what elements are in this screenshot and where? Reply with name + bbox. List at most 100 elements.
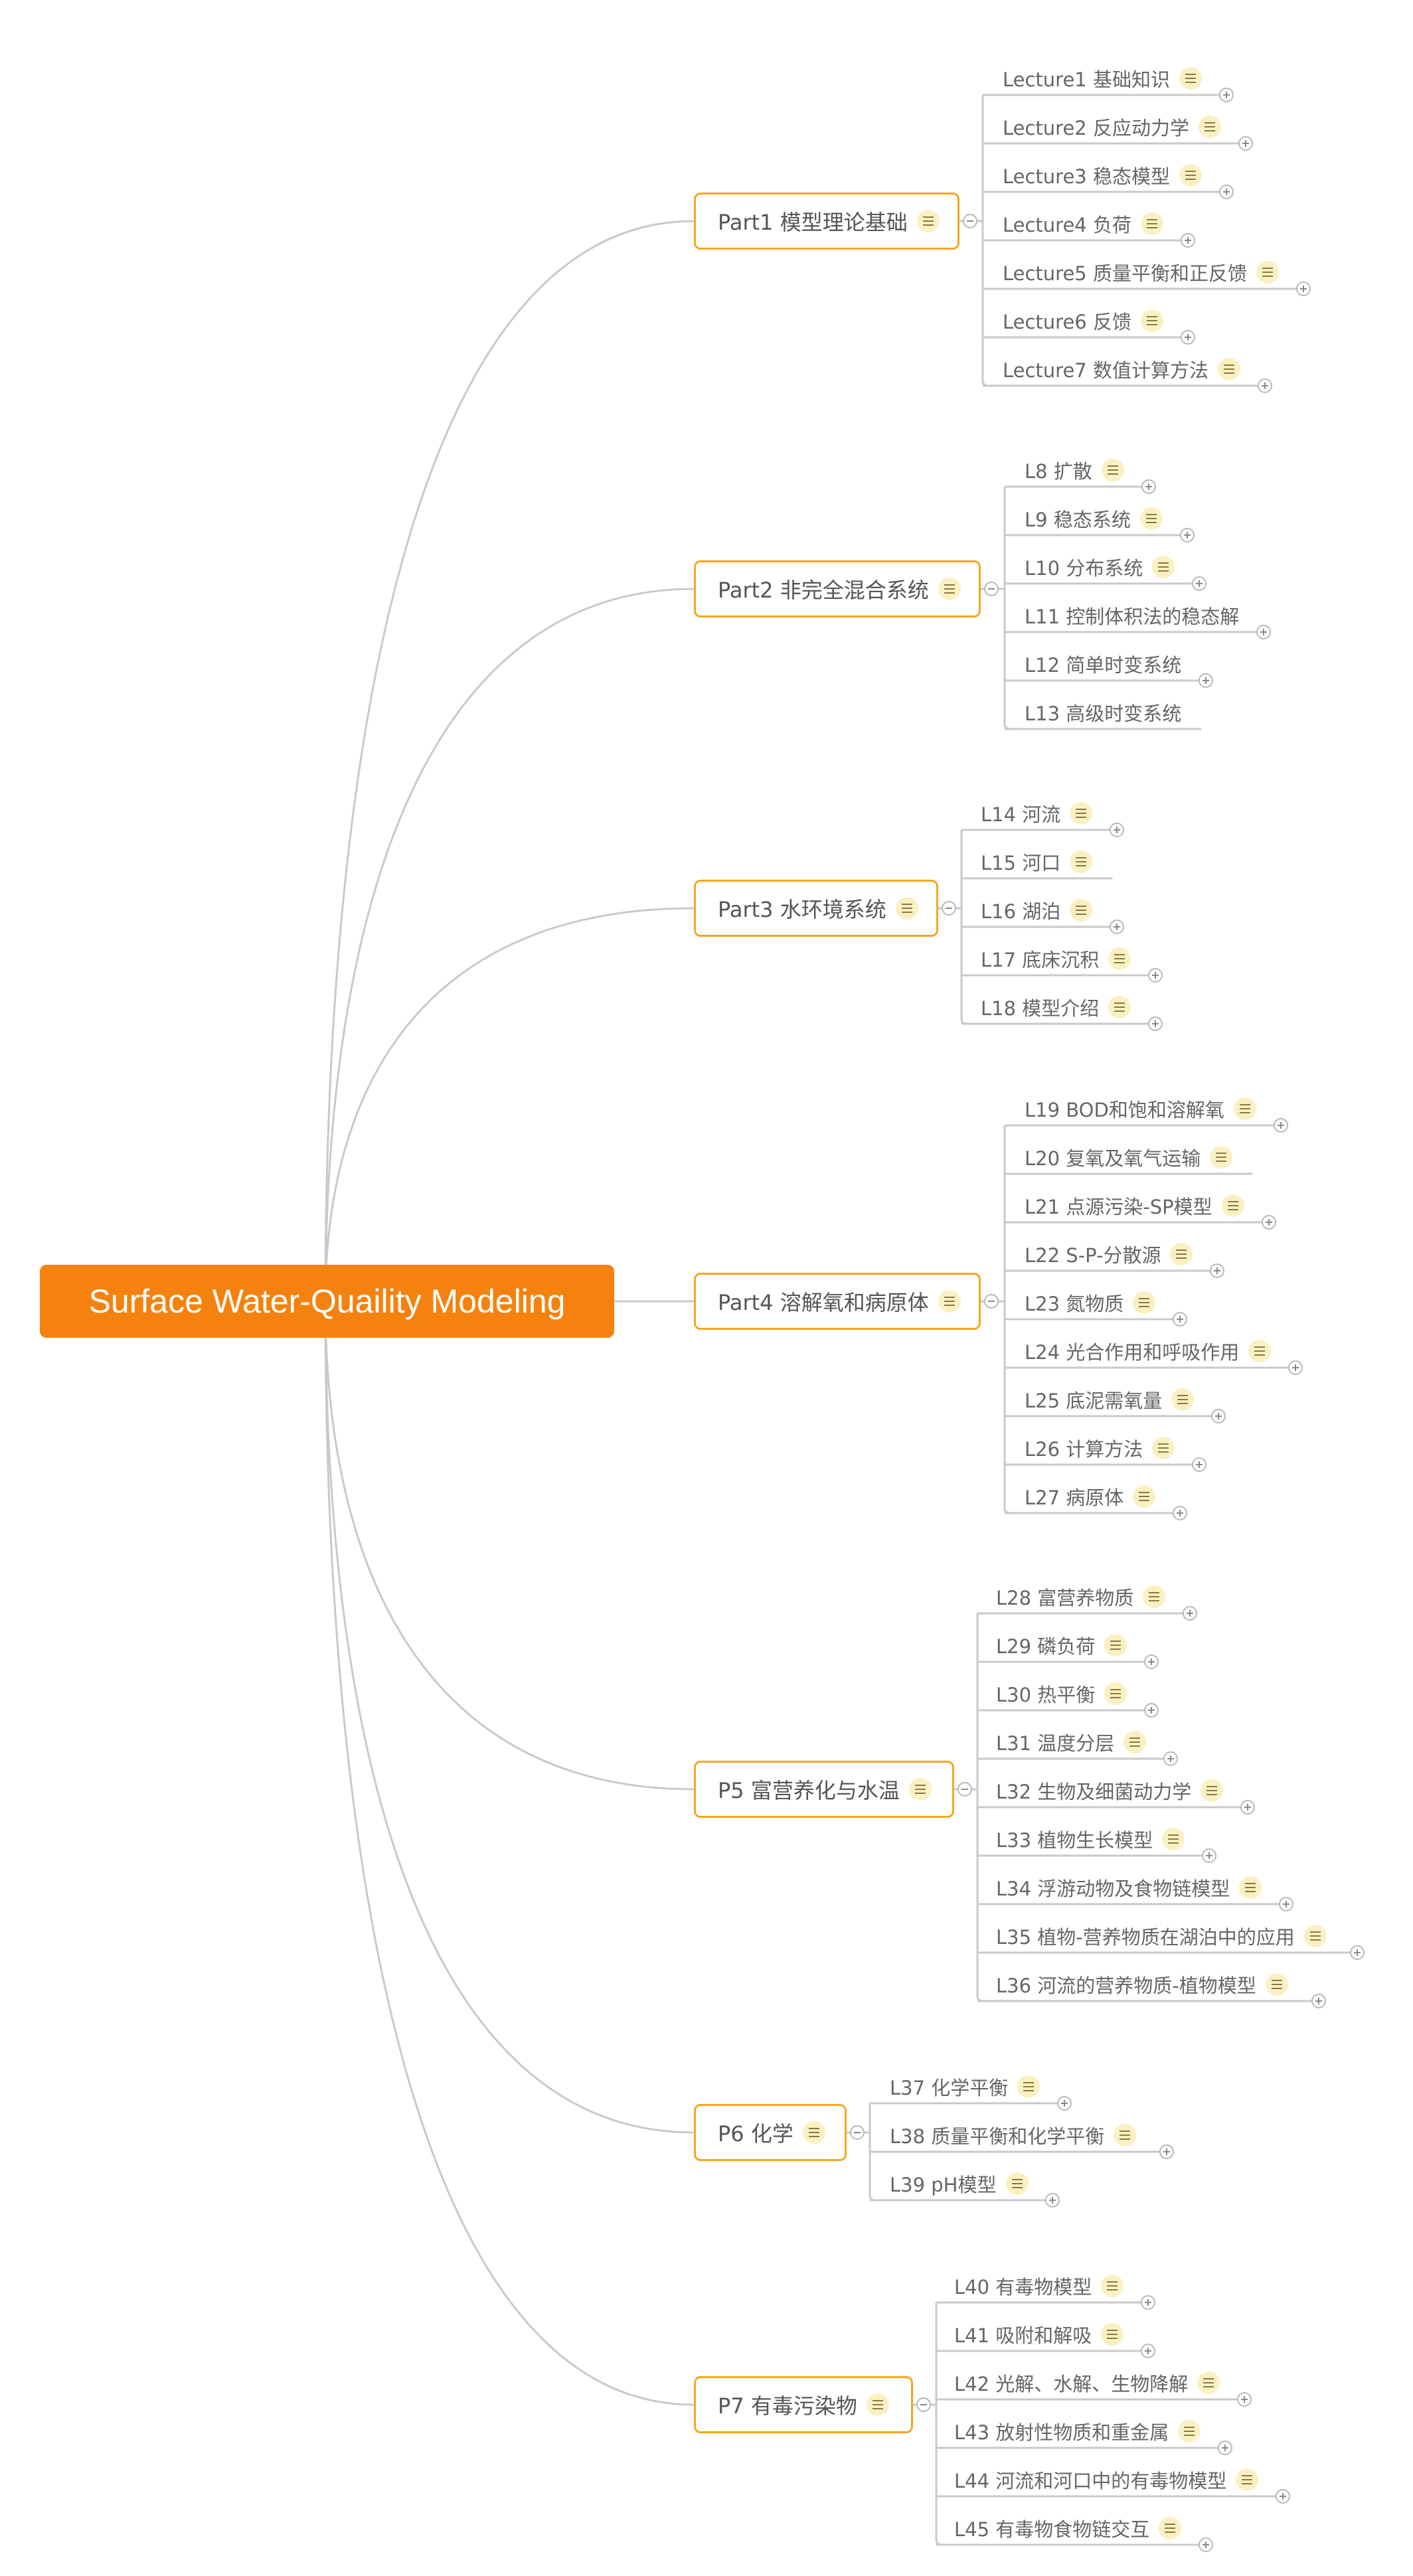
subtopic-lecture[interactable]: L20 复氧及氧气运输	[1025, 1141, 1233, 1174]
notes-icon[interactable]	[1108, 947, 1131, 970]
notes-icon[interactable]	[1265, 1973, 1288, 1996]
notes-icon[interactable]	[1070, 850, 1093, 873]
notes-icon[interactable]	[1101, 2323, 1124, 2346]
expand-toggle-icon[interactable]	[1180, 330, 1195, 345]
notes-icon[interactable]	[1236, 2468, 1259, 2491]
expand-toggle-icon[interactable]	[1211, 1409, 1226, 1423]
subtopic-lecture[interactable]: L19 BOD和饱和溶解氧	[1025, 1092, 1256, 1125]
subtopic-lecture[interactable]: L18 模型介绍	[981, 991, 1131, 1024]
expand-toggle-icon[interactable]	[1218, 88, 1234, 102]
subtopic-lecture[interactable]: L31 温度分层	[996, 1726, 1147, 1759]
subtopic-lecture[interactable]: Lecture2 反应动力学	[1003, 110, 1221, 143]
subtopic-lecture[interactable]: L24 光合作用和呼吸作用	[1025, 1334, 1272, 1368]
branch-topic-part-6[interactable]: P6 化学	[694, 2104, 847, 2161]
expand-toggle-icon[interactable]	[1295, 282, 1311, 296]
subtopic-lecture[interactable]: L9 稳态系统	[1025, 502, 1163, 535]
expand-toggle-icon[interactable]	[1144, 1703, 1159, 1718]
notes-icon[interactable]	[1152, 1437, 1175, 1459]
subtopic-lecture[interactable]: L8 扩散	[1025, 453, 1124, 487]
subtopic-lecture[interactable]: L32 生物及细菌动力学	[996, 1774, 1224, 1807]
notes-icon[interactable]	[1114, 2124, 1137, 2146]
expand-toggle-icon[interactable]	[1288, 1360, 1303, 1375]
expand-toggle-icon[interactable]	[1273, 1118, 1288, 1133]
subtopic-lecture[interactable]: L23 氮物质	[1025, 1286, 1156, 1319]
notes-icon[interactable]	[1171, 1388, 1195, 1411]
expand-toggle-icon[interactable]	[1173, 1506, 1188, 1520]
expand-toggle-icon[interactable]	[1141, 2295, 1156, 2310]
notes-icon[interactable]	[1104, 1634, 1127, 1656]
collapse-toggle-icon[interactable]	[963, 214, 977, 228]
collapse-toggle-icon[interactable]	[984, 582, 999, 596]
notes-icon[interactable]	[1140, 212, 1163, 235]
expand-toggle-icon[interactable]	[1192, 1457, 1207, 1472]
notes-icon[interactable]	[908, 1778, 932, 1801]
subtopic-lecture[interactable]: L33 植物生长模型	[996, 1822, 1185, 1856]
subtopic-lecture[interactable]: L37 化学平衡	[890, 2070, 1040, 2103]
subtopic-lecture[interactable]: Lecture5 质量平衡和正反馈	[1003, 256, 1279, 289]
notes-icon[interactable]	[1256, 261, 1279, 283]
notes-icon[interactable]	[916, 210, 940, 232]
expand-toggle-icon[interactable]	[1202, 1848, 1217, 1863]
branch-topic-part-4[interactable]: Part4 溶解氧和病原体	[694, 1273, 981, 1330]
notes-icon[interactable]	[1101, 459, 1124, 481]
expand-toggle-icon[interactable]	[1173, 1312, 1188, 1327]
subtopic-lecture[interactable]: L14 河流	[981, 797, 1093, 830]
subtopic-lecture[interactable]: L43 放射性物质和重金属	[954, 2415, 1201, 2448]
subtopic-lecture[interactable]: L34 浮游动物及食物链模型	[996, 1871, 1262, 1904]
expand-toggle-icon[interactable]	[1218, 185, 1234, 199]
branch-topic-part-5[interactable]: P5 富营养化与水温	[694, 1761, 954, 1818]
notes-icon[interactable]	[1198, 116, 1221, 138]
subtopic-lecture[interactable]: L25 底泥需氧量	[1025, 1383, 1195, 1416]
notes-icon[interactable]	[1070, 802, 1093, 825]
notes-icon[interactable]	[938, 1290, 961, 1313]
expand-toggle-icon[interactable]	[1199, 673, 1214, 688]
subtopic-lecture[interactable]: Lecture7 数值计算方法	[1003, 353, 1240, 386]
expand-toggle-icon[interactable]	[1261, 1215, 1276, 1230]
expand-toggle-icon[interactable]	[1218, 2441, 1233, 2455]
subtopic-lecture[interactable]: L42 光解、水解、生物降解	[954, 2366, 1220, 2399]
subtopic-lecture[interactable]: L28 富营养物质	[996, 1580, 1166, 1613]
expand-toggle-icon[interactable]	[1159, 2144, 1175, 2159]
notes-icon[interactable]	[1101, 2275, 1124, 2297]
expand-toggle-icon[interactable]	[1257, 378, 1272, 393]
subtopic-lecture[interactable]: L39 pH模型	[890, 2167, 1029, 2200]
expand-toggle-icon[interactable]	[1148, 1016, 1163, 1031]
subtopic-lecture[interactable]: L13 高级时变系统	[1025, 696, 1181, 729]
notes-icon[interactable]	[802, 2121, 825, 2144]
subtopic-lecture[interactable]: L21 点源污染-SP模型	[1025, 1189, 1244, 1222]
notes-icon[interactable]	[938, 578, 961, 600]
subtopic-lecture[interactable]: L27 病原体	[1025, 1480, 1156, 1513]
expand-toggle-icon[interactable]	[1199, 2537, 1214, 2552]
subtopic-lecture[interactable]: L26 计算方法	[1025, 1431, 1175, 1465]
notes-icon[interactable]	[1005, 2172, 1029, 2195]
subtopic-lecture[interactable]: L30 热平衡	[996, 1677, 1127, 1710]
notes-icon[interactable]	[1210, 1146, 1233, 1168]
subtopic-lecture[interactable]: L35 植物-营养物质在湖泊中的应用	[996, 1919, 1327, 1953]
notes-icon[interactable]	[1162, 1828, 1185, 1850]
subtopic-lecture[interactable]: L11 控制体积法的稳态解	[1025, 599, 1239, 632]
subtopic-lecture[interactable]: Lecture3 稳态模型	[1003, 159, 1202, 192]
expand-toggle-icon[interactable]	[1238, 136, 1253, 151]
expand-toggle-icon[interactable]	[1183, 1606, 1198, 1621]
subtopic-lecture[interactable]: L40 有毒物模型	[954, 2269, 1124, 2302]
expand-toggle-icon[interactable]	[1110, 920, 1125, 934]
expand-toggle-icon[interactable]	[1144, 1654, 1159, 1669]
notes-icon[interactable]	[1197, 2372, 1220, 2394]
notes-icon[interactable]	[1239, 1876, 1262, 1899]
notes-icon[interactable]	[1133, 1485, 1156, 1508]
subtopic-lecture[interactable]: L10 分布系统	[1025, 550, 1175, 584]
expand-toggle-icon[interactable]	[1110, 823, 1125, 837]
branch-topic-part-3[interactable]: Part3 水环境系统	[694, 880, 938, 937]
notes-icon[interactable]	[1133, 1291, 1156, 1314]
branch-topic-part-7[interactable]: P7 有毒污染物	[694, 2376, 913, 2433]
notes-icon[interactable]	[866, 2393, 889, 2416]
collapse-toggle-icon[interactable]	[850, 2125, 865, 2140]
subtopic-lecture[interactable]: Lecture6 反馈	[1003, 304, 1163, 337]
subtopic-lecture[interactable]: L22 S-P-分散源	[1025, 1238, 1193, 1271]
subtopic-lecture[interactable]: L12 简单时变系统	[1025, 647, 1181, 681]
branch-topic-part-1[interactable]: Part1 模型理论基础	[694, 193, 959, 250]
notes-icon[interactable]	[1201, 1779, 1224, 1802]
notes-icon[interactable]	[1159, 2517, 1182, 2539]
expand-toggle-icon[interactable]	[1237, 2392, 1252, 2407]
subtopic-lecture[interactable]: Lecture1 基础知识	[1003, 62, 1202, 95]
